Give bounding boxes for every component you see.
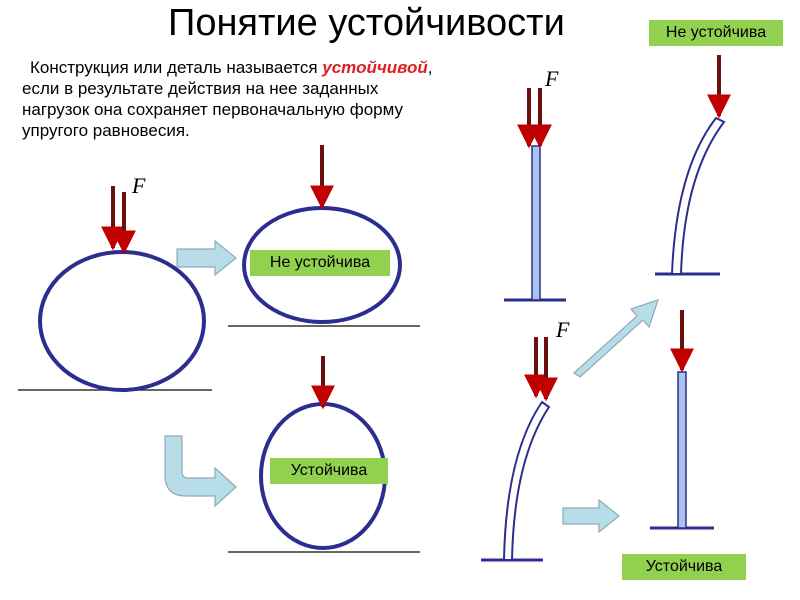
definition-line-2: если в результате действия на нее заданн… (22, 79, 379, 98)
transition-arrow (176, 239, 237, 277)
column-initial (504, 88, 566, 302)
ring-shape (38, 250, 206, 392)
ring-stable (228, 356, 420, 553)
stable-badge: Устойчива (270, 458, 388, 484)
buckled-column (670, 116, 726, 275)
ring-flattened-unstable (228, 145, 420, 327)
definition-line-1-end: , (427, 58, 433, 77)
buckled-column (502, 400, 551, 561)
transition-arrow-curved (164, 435, 237, 508)
definition-line-4: упругого равновесия. (22, 121, 190, 140)
transition-arrow-diagonal (573, 299, 659, 378)
page-title: Понятие устойчивости (168, 2, 565, 44)
unstable-badge: Не устойчива (250, 250, 390, 276)
definition-line-1-start: Конструкция или деталь называется (30, 58, 323, 77)
definition-text: Конструкция или деталь называется устойч… (22, 57, 522, 141)
stable-badge: Устойчива (622, 554, 746, 580)
force-label: F (132, 173, 146, 198)
unstable-badge: Не устойчива (649, 20, 783, 46)
column-stable (650, 310, 714, 530)
force-label: F (556, 317, 570, 342)
column-buckled-mid (481, 337, 558, 562)
column-buckled-top (655, 55, 731, 276)
ring-initial (18, 186, 212, 392)
definition-line-3: нагрузок она сохраняет первоначальную фо… (22, 100, 404, 119)
definition-line-1: Конструкция или деталь называется устойч… (22, 57, 522, 78)
column (677, 371, 687, 529)
transition-arrow (562, 498, 620, 534)
column (531, 145, 541, 301)
stable-term-highlight: устойчивой (322, 58, 428, 77)
force-label: F (545, 66, 559, 91)
